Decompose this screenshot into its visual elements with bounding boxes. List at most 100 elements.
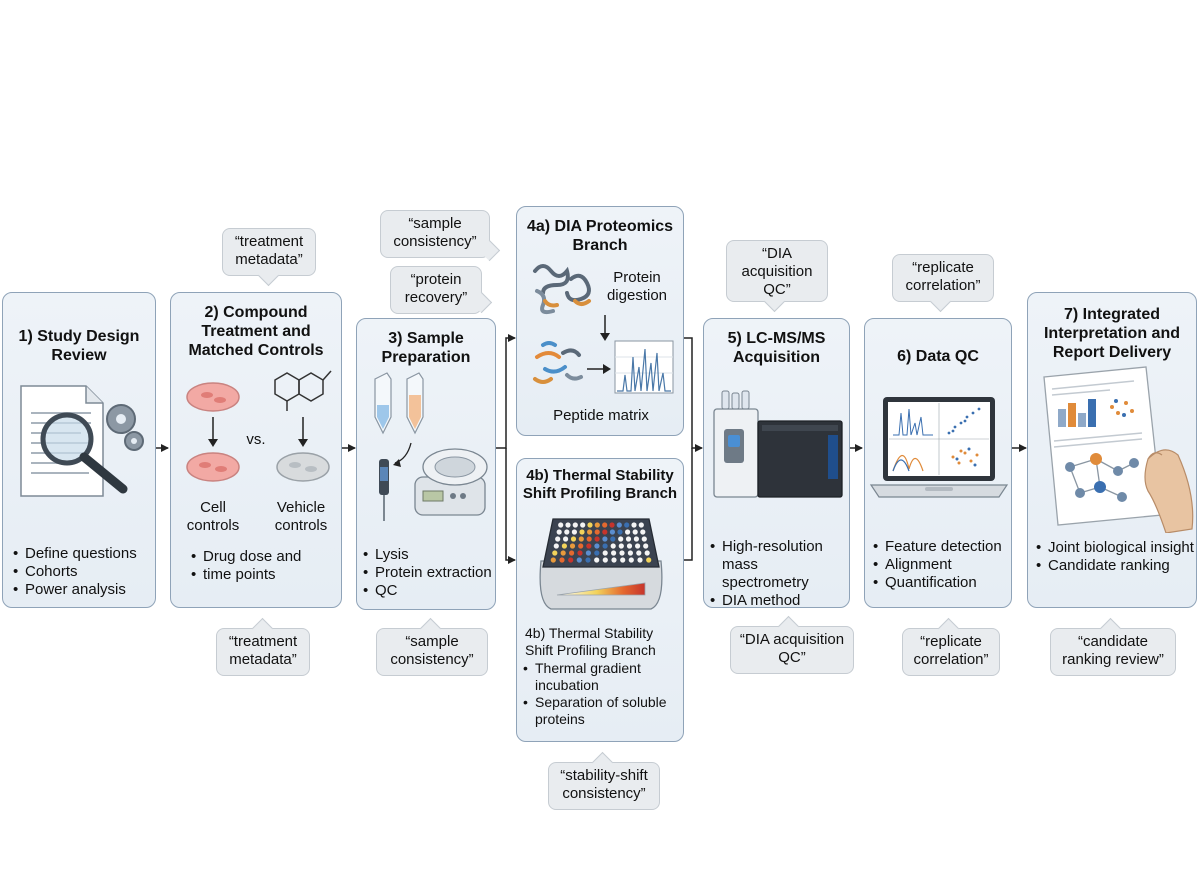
plate-well: [627, 550, 633, 556]
callout-candidate-ranking-review: “candidate ranking review”: [1050, 617, 1176, 676]
plate-well: [625, 529, 631, 535]
sample-prep-bullets: Lysis Protein extraction QC: [363, 546, 492, 600]
callout-treatment-metadata-bottom: “treatment metadata”: [216, 617, 310, 676]
thermal-cycler-icon: [539, 518, 663, 610]
plate-well: [570, 536, 577, 542]
plate-well: [561, 543, 567, 549]
plate-well: [625, 536, 632, 542]
plate-well: [585, 557, 591, 563]
plate-well: [576, 557, 582, 563]
arrow-3-4b: [505, 448, 516, 564]
vs-label: vs.: [246, 431, 266, 448]
stage-title: 7) Integrated Interpretation and Report …: [1043, 306, 1180, 361]
stage-compound-treatment: 2) Compound Treatment and Matched Contro…: [170, 292, 342, 608]
callout-dia-acquisition-qc-top: “DIA acquisition QC”: [726, 240, 828, 313]
stage-title: 2) Compound Treatment and Matched Contro…: [188, 304, 324, 359]
bullet: Lysis: [363, 546, 492, 564]
peptide-matrix-label: Peptide matrix: [553, 407, 649, 424]
bullet: DIA method: [710, 592, 846, 610]
plate-well: [579, 529, 585, 535]
data-qc-bullets: Feature detection Alignment Quantificati…: [873, 538, 1002, 592]
bullet: Candidate ranking: [1036, 557, 1194, 575]
bullet: Protein extraction: [363, 564, 492, 582]
callout-text: “replicate correlation”: [905, 259, 981, 294]
plate-well: [637, 557, 643, 563]
plate-well: [587, 529, 593, 535]
plate-well: [626, 543, 633, 549]
report-network-hand-icon: [1043, 366, 1194, 533]
plate-well: [602, 543, 608, 549]
callout-text: “replicate correlation”: [913, 633, 989, 668]
stage-title: 4b) Thermal Stability Shift Profiling Br…: [522, 467, 678, 502]
callout-text: “DIA acquisition QC”: [741, 245, 813, 298]
stage-data-qc: 6) Data QC Feature detection Alignment Q…: [864, 318, 1012, 608]
bullet: Define questions: [13, 545, 137, 563]
plate-well: [564, 529, 570, 535]
plate-well: [586, 536, 592, 542]
bullet: Thermal gradient incubation: [523, 660, 681, 694]
arrow-4a-5: [684, 337, 703, 452]
plate-well: [616, 522, 622, 528]
plate-well: [594, 543, 600, 549]
bullet: Power analysis: [13, 581, 137, 599]
callout-text: “treatment metadata”: [234, 233, 304, 268]
plate-well: [580, 522, 586, 528]
plate-well: [594, 529, 600, 535]
plate-well: [572, 522, 578, 528]
callout-text: “treatment metadata”: [228, 633, 298, 668]
plate-well: [628, 557, 634, 563]
plate-well: [611, 557, 617, 563]
protein-digestion-label: Protein digestion: [606, 269, 668, 304]
callout-replicate-correlation-bottom: “replicate correlation”: [902, 617, 1000, 676]
stage-title: 1) Study Design Review: [18, 328, 140, 364]
plate-well: [633, 536, 639, 542]
plate-well: [646, 557, 652, 563]
plate-well: [644, 550, 650, 556]
stage-dia-proteomics: 4a) DIA Proteomics Branch Protein digest…: [516, 206, 684, 436]
stage-lc-msms: 5) LC-MS/MS Acquisition High-resolution …: [703, 318, 850, 610]
bullet: Drug dose and: [191, 548, 301, 566]
tubes-pipette-centrifuge-icon: [374, 372, 488, 521]
plate-well: [568, 557, 574, 563]
plate-well: [577, 550, 583, 556]
plate-well: [558, 522, 564, 528]
bullet: QC: [363, 582, 492, 600]
bullet: Cohorts: [13, 563, 137, 581]
plate-well: [620, 557, 626, 563]
thermal-subtitle: 4b) Thermal Stability Shift Profiling Br…: [525, 625, 656, 658]
bullet: Separation of soluble proteins: [523, 694, 681, 728]
stage-sample-preparation: 3) Sample Preparation Lysis Protein extr…: [356, 318, 496, 610]
plate-well: [560, 550, 566, 556]
lcms-bullets: High-resolution mass spectrometry DIA me…: [710, 538, 846, 610]
plate-well: [569, 543, 576, 549]
arrow-3-4a: [496, 334, 516, 449]
plate-well: [559, 557, 565, 563]
plate-well: [641, 536, 647, 542]
plate-well: [586, 543, 592, 549]
stage-thermal-stability: 4b) Thermal Stability Shift Profiling Br…: [516, 458, 684, 742]
callout-replicate-correlation-top: “replicate correlation”: [892, 254, 994, 313]
plate-well: [555, 536, 561, 542]
document-magnifier-gear-icon: [20, 385, 144, 497]
plate-well: [617, 529, 623, 535]
plate-well: [602, 536, 608, 542]
plate-well: [571, 529, 577, 535]
plate-well: [609, 522, 615, 528]
mass-spectrometer-icon: [713, 390, 843, 498]
plate-well: [552, 550, 558, 556]
plate-well: [563, 536, 569, 542]
callout-text: “stability-shift consistency”: [560, 767, 648, 802]
plate-well: [565, 522, 571, 528]
bullet: Joint biological insight: [1036, 539, 1194, 557]
treatment-bullets: Drug dose and time points: [191, 548, 301, 584]
callout-text: “candidate ranking review”: [1062, 633, 1164, 668]
callout-text: “protein recovery”: [404, 271, 468, 306]
plate-well: [618, 543, 624, 549]
plate-well: [635, 543, 641, 549]
laptop-qc-plots-icon: [869, 397, 1009, 498]
plate-well: [556, 529, 562, 535]
plate-well: [609, 529, 615, 535]
plate-well: [632, 529, 638, 535]
callout-protein-recovery: “protein recovery”: [390, 266, 493, 314]
plate-well: [631, 522, 637, 528]
